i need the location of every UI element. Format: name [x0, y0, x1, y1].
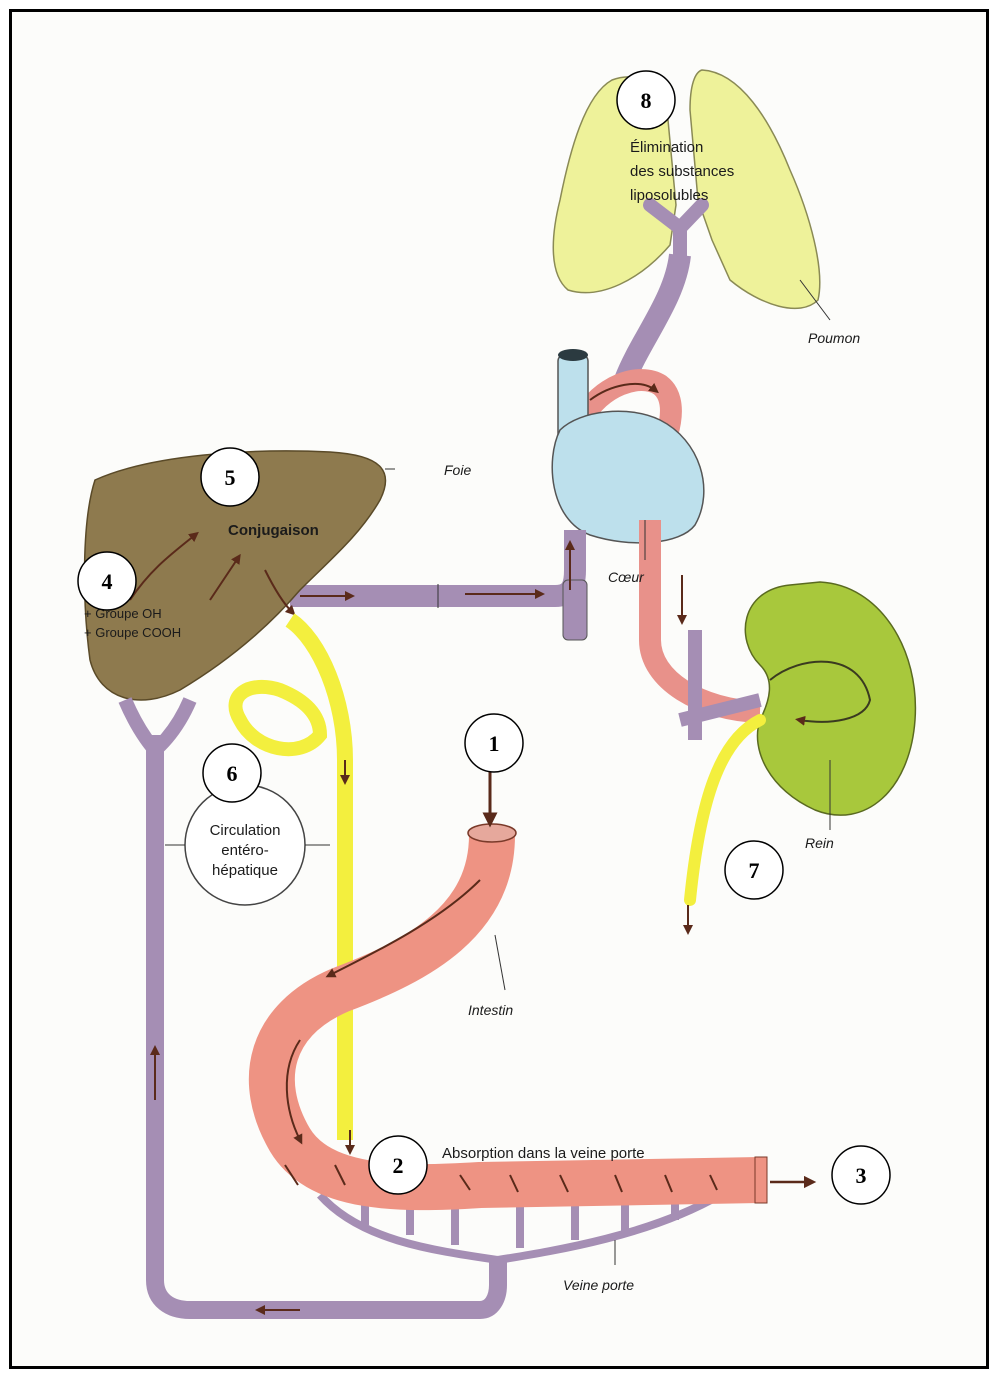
marker-4: 4 [78, 552, 136, 610]
intestine-lumen [468, 824, 516, 842]
label-rein: Rein [805, 835, 834, 851]
marker-2-label: 2 [393, 1153, 404, 1178]
label-elimination-2: des substances [630, 163, 734, 180]
gallbladder-loop [236, 687, 320, 749]
marker-5-label: 5 [225, 465, 236, 490]
aorta [650, 520, 760, 712]
label-intestin: Intestin [468, 1002, 513, 1018]
marker-1-label: 1 [489, 731, 500, 756]
label-veine-porte: Veine porte [563, 1277, 634, 1293]
marker-7-label: 7 [749, 858, 760, 883]
marker-4-label: 4 [102, 569, 113, 594]
marker-5: 5 [201, 448, 259, 506]
marker-7: 7 [725, 841, 783, 899]
right-lung [690, 70, 820, 308]
label-poumon: Poumon [808, 330, 860, 346]
label-elimination-3: liposolubles [630, 187, 708, 204]
marker-8: 8 [617, 71, 675, 129]
heart-body [552, 411, 704, 543]
label-groupe-cooh: + Groupe COOH [84, 625, 181, 640]
label-foie: Foie [444, 462, 471, 478]
marker-6-label: 6 [227, 761, 238, 786]
label-conjugaison: Conjugaison [228, 522, 319, 539]
label-absorption: Absorption dans la veine porte [442, 1145, 645, 1162]
marker-8-label: 8 [641, 88, 652, 113]
label-circulation-1: Circulation [210, 822, 281, 839]
marker-2: 2 [369, 1136, 427, 1194]
label-circulation-2: entéro- [221, 842, 269, 859]
label-elimination-1: Élimination [630, 139, 703, 156]
marker-3-label: 3 [856, 1163, 867, 1188]
label-coeur: Cœur [608, 569, 645, 585]
label-circulation-3: hépatique [212, 862, 278, 879]
marker-1: 1 [465, 714, 523, 772]
marker-3: 3 [832, 1146, 890, 1204]
marker-6: 6 [203, 744, 261, 802]
